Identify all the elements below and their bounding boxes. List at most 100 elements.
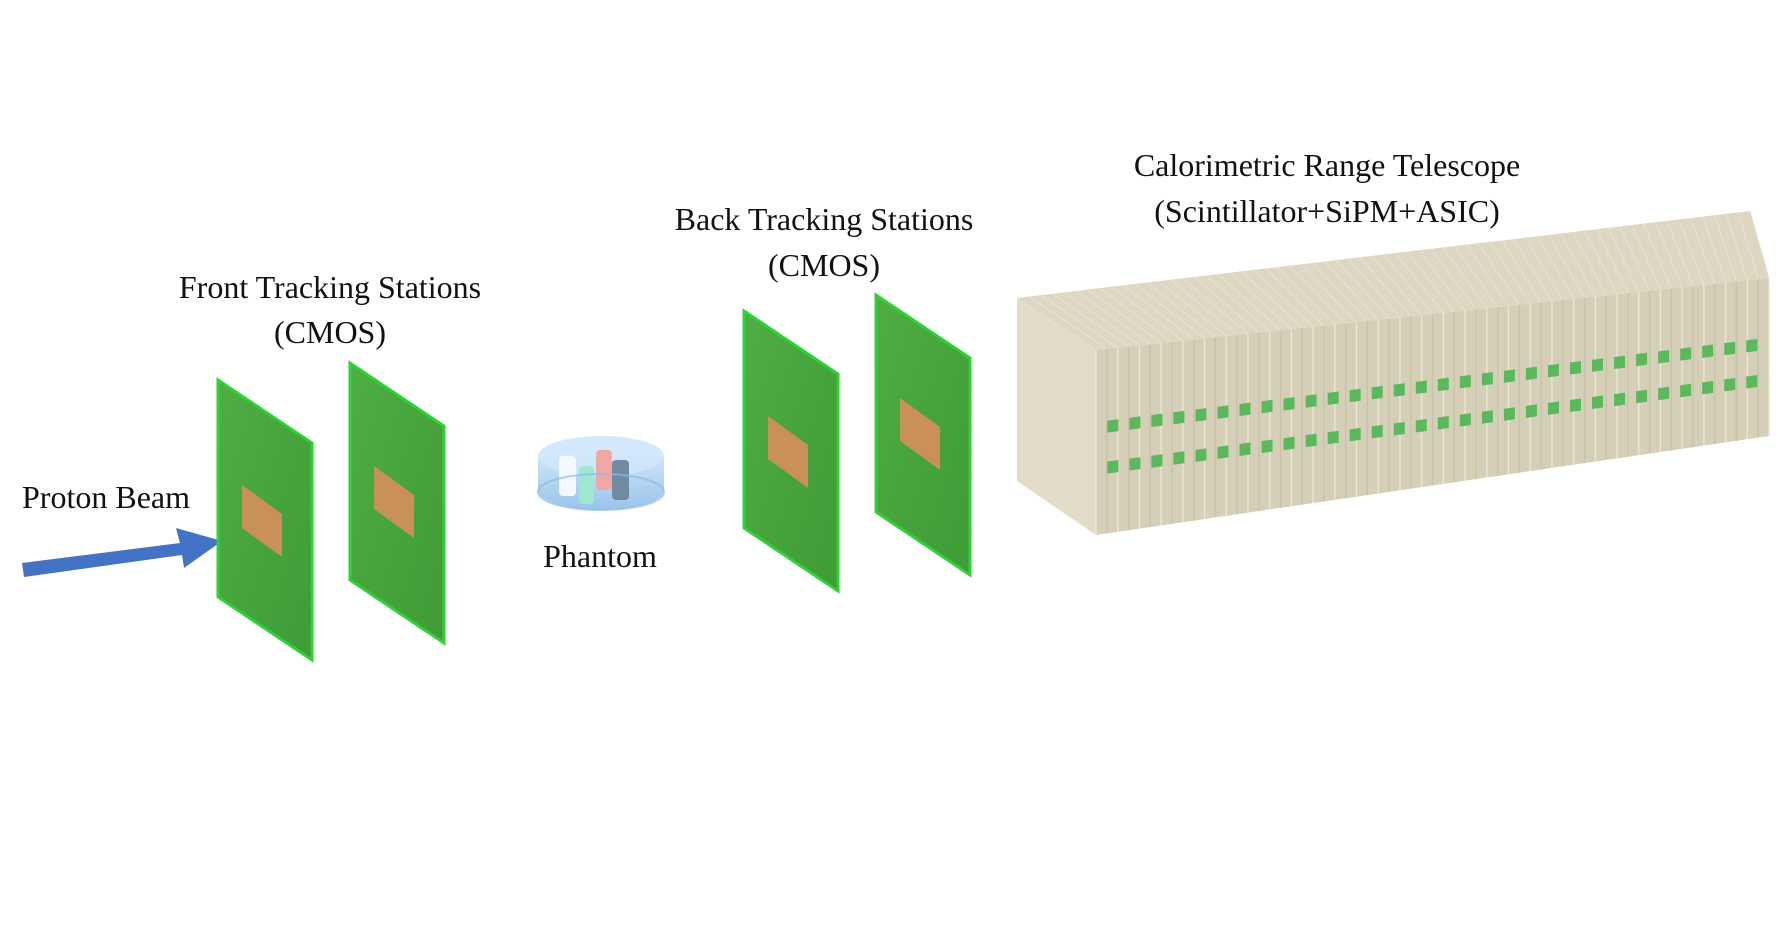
sipm-strip-1 <box>1349 388 1361 403</box>
front-tracking-sublabel: (CMOS) <box>273 314 387 350</box>
sipm-strip-1 <box>1129 416 1141 430</box>
scintillator-slab-top-edge <box>1560 233 1596 297</box>
scintillator-slab-top-edge <box>1690 217 1716 284</box>
back-tracking-station-1 <box>742 308 840 594</box>
scintillator-slab-top-edge <box>1619 226 1651 291</box>
scintillator-slab-top-edge <box>1702 216 1727 283</box>
scintillator-slab-top-edge <box>1477 242 1520 305</box>
sipm-strip-1 <box>1746 338 1758 353</box>
sipm-strip-1 <box>1217 405 1229 419</box>
sipm-strip-2 <box>1481 410 1493 424</box>
scintillator-slab-top-edge <box>1099 287 1173 343</box>
scintillator-slab-top-edge <box>1052 293 1129 347</box>
sipm-strip-2 <box>1592 395 1604 410</box>
scintillator-slab-top-edge <box>1158 280 1227 337</box>
sipm-strip-2 <box>1614 392 1626 407</box>
scintillator-slab-top-edge <box>1324 261 1379 321</box>
sipm-strip-2 <box>1151 454 1163 468</box>
sipm-strips <box>1107 338 1758 474</box>
phantom <box>537 436 665 511</box>
scintillator-slab-top-edge <box>1040 294 1118 349</box>
sipm-strip-1 <box>1459 374 1471 389</box>
scintillator-slab-top-edge <box>1335 259 1390 319</box>
sipm-strip-1 <box>1702 344 1714 358</box>
sipm-strip-2 <box>1327 430 1339 445</box>
sipm-strip-1 <box>1724 341 1736 356</box>
scintillator-slab-top-edge <box>1465 244 1509 307</box>
sipm-strip-2 <box>1371 424 1383 439</box>
back-tracking-label: Back Tracking Stations <box>674 201 974 237</box>
scintillator-slab-top-edge <box>1087 289 1162 344</box>
scintillator-slab-top-edge <box>1194 276 1260 333</box>
sipm-strip-1 <box>1437 377 1449 392</box>
sipm-strip-2 <box>1525 404 1537 418</box>
scintillator-slab-top-edge <box>1016 297 1097 351</box>
scintillator-slab-top-edge <box>1312 262 1368 322</box>
sipm-strip-1 <box>1305 394 1317 408</box>
scintillator-slab-top-edge <box>1371 255 1423 316</box>
sipm-strip-2 <box>1680 383 1692 398</box>
scintillator-slab-top-edge <box>1111 286 1184 342</box>
sipm-strip-2 <box>1724 377 1736 392</box>
sipm-strip-1 <box>1481 372 1493 386</box>
scintillator-slab-top-edge <box>1714 215 1737 282</box>
scintillator-slab-top-edge <box>1406 251 1455 312</box>
scintillator-slab-top-edge <box>1678 219 1705 286</box>
scintillator-slab-top-edge <box>1631 224 1661 290</box>
sipm-strip-1 <box>1173 410 1185 425</box>
sipm-strip-1 <box>1503 369 1515 383</box>
sipm-strip-2 <box>1393 421 1405 436</box>
sipm-strip-1 <box>1592 358 1604 372</box>
scintillator-slab-top-edge <box>1276 266 1336 325</box>
scintillator-slab-top-edge <box>1394 252 1444 314</box>
scintillator-slab-top-edge <box>1134 283 1205 339</box>
telescope-label: Calorimetric Range Telescope <box>1133 147 1521 183</box>
sipm-strip-2 <box>1129 457 1141 471</box>
scintillator-slab-top-edge <box>1217 273 1281 331</box>
sipm-strip-1 <box>1151 413 1163 428</box>
telescope-sublabel: (Scintillator+SiPM+ASIC) <box>1154 193 1500 229</box>
sipm-strip-2 <box>1570 398 1582 412</box>
sipm-strip-1 <box>1415 380 1427 394</box>
front-sensor-chip-2 <box>374 466 414 538</box>
scintillator-slab-top-edge <box>1253 269 1314 328</box>
scintillator-slab-top-edge <box>1264 268 1325 326</box>
scintillator-slab-top-edge <box>1182 277 1249 335</box>
calorimetric-range-telescope <box>1016 210 1770 535</box>
scintillator-slab-top-edge <box>1300 263 1357 323</box>
sipm-strip-1 <box>1261 399 1273 414</box>
scintillator-slab-top-edge <box>1028 296 1108 350</box>
sipm-strip-2 <box>1195 448 1207 462</box>
proton-beam-arrow <box>22 528 222 577</box>
sipm-strip-2 <box>1239 442 1251 456</box>
scintillator-slab-top-edge <box>1737 212 1759 280</box>
scintillator-slab-top-edge <box>1524 237 1564 301</box>
sipm-strip-2 <box>1173 451 1185 465</box>
back-sensor-chip-2 <box>900 398 940 470</box>
sipm-strip-1 <box>1283 397 1295 411</box>
sipm-strip-2 <box>1305 433 1317 448</box>
scintillator-slab-top-edge <box>1572 231 1607 296</box>
sipm-strip-2 <box>1503 407 1515 421</box>
scintillator-slab-lines <box>1016 210 1770 535</box>
sipm-strip-1 <box>1327 391 1339 405</box>
scintillator-slab-top-edge <box>1725 213 1748 281</box>
scintillator-slab-top-edge <box>1430 248 1477 310</box>
scintillator-slab-top-edge <box>1666 220 1694 287</box>
scintillator-slab-top-edge <box>1536 236 1575 300</box>
scintillator-slab-top-edge <box>1607 227 1640 293</box>
sipm-strip-2 <box>1658 386 1670 401</box>
sipm-strip-1 <box>1547 363 1559 378</box>
sipm-strip-2 <box>1261 439 1273 454</box>
sipm-strip-1 <box>1393 383 1405 397</box>
sipm-strip-2 <box>1547 401 1559 415</box>
scintillator-slab-top-edge <box>1442 247 1488 309</box>
scintillator-slab-top-edge <box>1595 229 1629 294</box>
sipm-strip-2 <box>1349 427 1361 442</box>
front-tracking-label: Front Tracking Stations <box>178 269 482 305</box>
sipm-strip-1 <box>1195 408 1207 422</box>
scintillator-slab-top-edge <box>1513 238 1553 302</box>
sipm-strip-2 <box>1437 416 1449 430</box>
